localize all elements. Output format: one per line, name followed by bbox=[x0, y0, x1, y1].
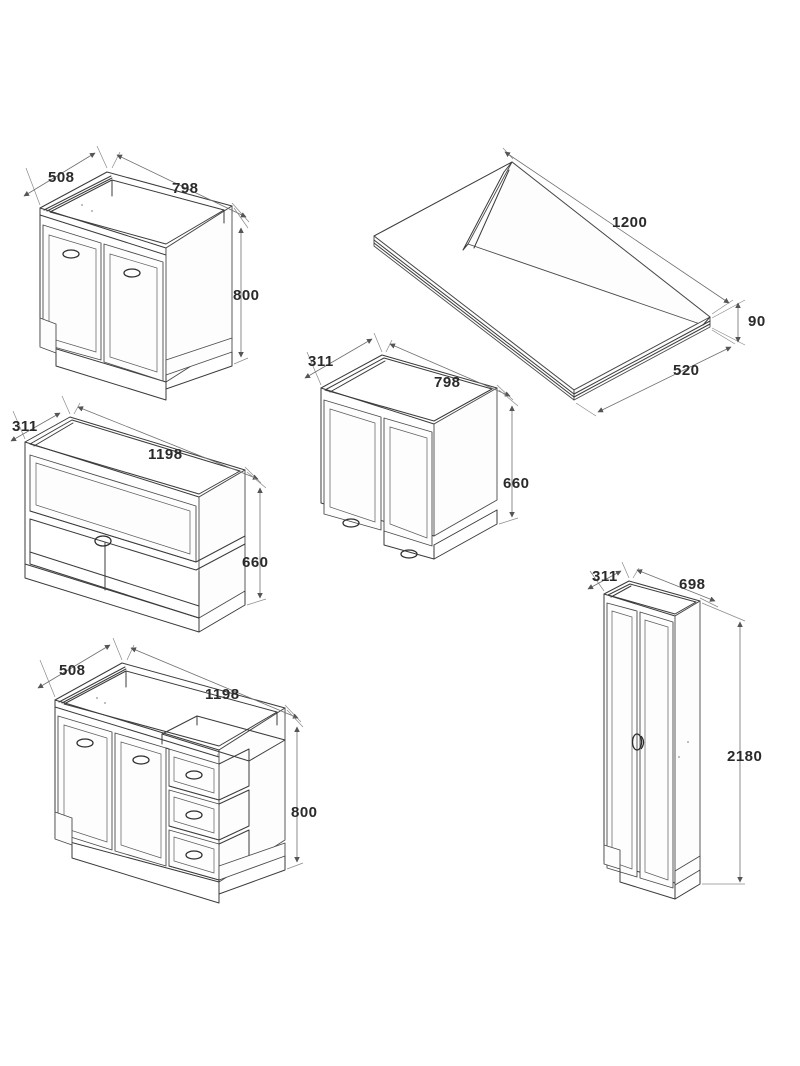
bottom-edge-right bbox=[433, 509, 498, 546]
construction-mark bbox=[80, 203, 84, 207]
drawer-bank-divider bbox=[165, 747, 170, 750]
dimension-label-length: 1200 bbox=[612, 214, 647, 231]
dimension-label-width: 698 bbox=[679, 576, 706, 593]
construction-mark bbox=[90, 209, 94, 213]
drawer-handle-oval[interactable] bbox=[185, 850, 203, 860]
door-handle-oval[interactable] bbox=[132, 755, 150, 765]
bottom-face bbox=[198, 590, 246, 633]
dimension-label-depth: 520 bbox=[673, 362, 700, 379]
dimension-thickness-90 bbox=[711, 299, 746, 346]
dimension-height-660 bbox=[498, 389, 519, 525]
plinth bbox=[54, 811, 286, 904]
dimension-height-660 bbox=[246, 471, 267, 606]
bottom-face bbox=[433, 509, 498, 560]
dimension-label-width: 1198 bbox=[205, 686, 240, 703]
dimension-label-thickness: 90 bbox=[748, 313, 766, 330]
dimension-width-798 bbox=[385, 339, 514, 401]
drawer-handle-oval[interactable] bbox=[185, 810, 203, 820]
dimension-depth-508 bbox=[23, 145, 108, 206]
bottom-rail bbox=[383, 530, 435, 560]
dimension-label-depth: 508 bbox=[59, 662, 86, 679]
door-left[interactable] bbox=[323, 399, 382, 531]
door-handle-oval[interactable] bbox=[62, 249, 80, 259]
dimension-depth-311 bbox=[304, 332, 383, 386]
dimension-label-depth: 311 bbox=[12, 418, 38, 435]
module-tall-cabinet-698 bbox=[587, 561, 746, 900]
flap-handle-oval[interactable] bbox=[94, 535, 112, 547]
dimension-depth-520 bbox=[575, 329, 736, 417]
drawer-stack bbox=[165, 747, 250, 881]
module-base-cabinet-1198 bbox=[37, 637, 304, 904]
module-wall-cabinet-1198 bbox=[10, 395, 267, 633]
drawer-1[interactable] bbox=[168, 748, 250, 801]
dimension-label-height: 800 bbox=[291, 804, 318, 821]
door-middle[interactable] bbox=[114, 732, 167, 867]
dimension-label-height: 2180 bbox=[727, 748, 762, 765]
door-left[interactable] bbox=[57, 715, 113, 851]
construction-mark bbox=[95, 696, 99, 700]
dimension-width-1198 bbox=[73, 402, 262, 484]
mid-shelf-edge bbox=[29, 518, 197, 571]
drawer-2[interactable] bbox=[168, 789, 250, 841]
dimension-width-1198 bbox=[126, 644, 302, 723]
mid-shelf-front bbox=[29, 510, 197, 563]
dimension-label-height: 800 bbox=[233, 287, 260, 304]
drawer-handle-oval[interactable] bbox=[185, 770, 203, 780]
dimension-height-800 bbox=[286, 709, 304, 870]
dimension-label-depth: 311 bbox=[592, 568, 618, 585]
module-wall-cabinet-798 bbox=[304, 332, 519, 560]
plinth bbox=[39, 317, 233, 401]
mid-shelf-right bbox=[195, 535, 246, 563]
laminate-layer bbox=[373, 239, 575, 395]
dimension-width-798 bbox=[111, 151, 250, 223]
dimension-length-1200 bbox=[502, 147, 734, 315]
door-right[interactable] bbox=[103, 243, 164, 382]
dimension-depth-311 bbox=[587, 561, 630, 592]
door-left[interactable] bbox=[42, 224, 102, 361]
dimension-depth-311 bbox=[10, 395, 71, 442]
dimension-height-2180 bbox=[701, 602, 746, 885]
door-handle-oval[interactable] bbox=[76, 738, 94, 748]
module-worktop-1200 bbox=[373, 147, 746, 417]
dimension-label-height: 660 bbox=[242, 554, 269, 571]
dimension-label-layer: 508 798 800 1200 90 520 311 798 660 311 … bbox=[12, 169, 766, 821]
construction-mark bbox=[686, 740, 690, 744]
door-left[interactable] bbox=[606, 602, 638, 878]
dimension-label-depth: 508 bbox=[48, 169, 75, 186]
construction-mark bbox=[216, 753, 220, 757]
dimension-label-width: 798 bbox=[172, 180, 199, 197]
niche-back-line bbox=[29, 551, 200, 607]
mid-shelf-right-lower bbox=[195, 543, 246, 571]
door-handle-oval[interactable] bbox=[631, 733, 643, 751]
laminate-layer bbox=[373, 242, 575, 398]
bottom-front-edge bbox=[24, 563, 200, 633]
door-handle-oval[interactable] bbox=[123, 268, 141, 278]
module-base-cabinet-800 bbox=[23, 145, 250, 401]
door-right[interactable] bbox=[639, 611, 674, 889]
door-handle-oval[interactable] bbox=[342, 518, 360, 528]
dimension-width-698 bbox=[632, 567, 719, 608]
drawer-3[interactable] bbox=[168, 829, 250, 881]
dimension-label-depth: 311 bbox=[308, 353, 334, 370]
door-handle-oval[interactable] bbox=[640, 735, 645, 750]
construction-mark bbox=[677, 755, 681, 759]
construction-mark bbox=[103, 701, 107, 705]
open-shelf-niche bbox=[29, 518, 200, 619]
door-right[interactable] bbox=[383, 417, 433, 559]
dimension-label-height: 660 bbox=[503, 475, 530, 492]
dimension-label-width: 798 bbox=[434, 374, 461, 391]
dimension-height-800 bbox=[233, 207, 249, 365]
dimension-depth-508 bbox=[37, 637, 123, 698]
plinth bbox=[603, 844, 701, 900]
dimension-label-width: 1198 bbox=[148, 446, 183, 463]
